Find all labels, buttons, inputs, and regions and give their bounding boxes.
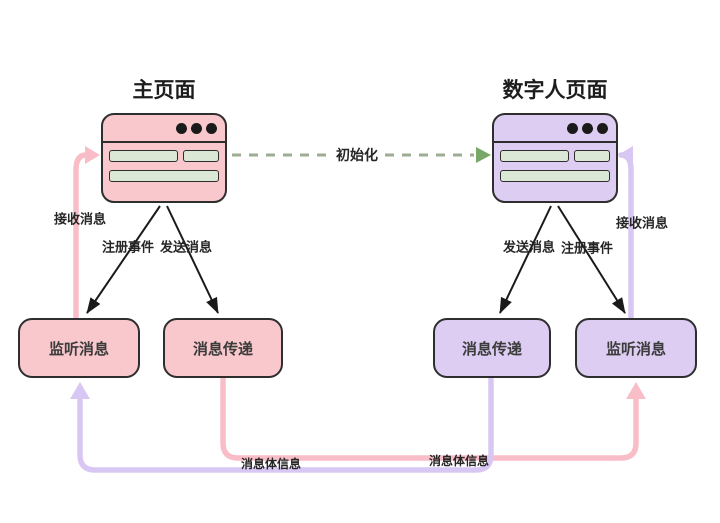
content-bar [500, 150, 570, 162]
window-dot-icon [191, 122, 202, 134]
edge-label-message-body-right: 消息体信息 [428, 454, 490, 468]
message-body-arrowhead-purple-icon [70, 382, 90, 399]
edge-label-receive-left: 接收消息 [53, 211, 107, 227]
receive-line-right [618, 152, 634, 320]
main-page-title: 主页面 [132, 79, 196, 102]
register-arrow-left [86, 205, 161, 314]
content-bar [574, 150, 610, 162]
send-arrow-right [499, 205, 552, 314]
window-titlebar [103, 115, 225, 143]
window-titlebar [494, 115, 616, 143]
window-dot-icon [176, 122, 187, 134]
window-dot-icon [582, 122, 593, 134]
node-listen-right: 监听消息 [575, 318, 697, 378]
window-content [103, 143, 225, 182]
content-bar [109, 170, 219, 182]
send-arrow-left [166, 205, 219, 314]
edge-label-register-left: 注册事件 [101, 239, 155, 255]
edge-label-message-body-left: 消息体信息 [240, 457, 302, 471]
digital-page-title: 数字人页面 [502, 79, 608, 102]
receive-arrowhead-left-icon [85, 146, 100, 164]
edge-label-init: 初始化 [332, 147, 382, 163]
content-bar [500, 170, 610, 182]
window-dot-icon [206, 122, 217, 134]
receive-arrowhead-right-icon [618, 146, 633, 164]
content-bar [183, 150, 219, 162]
edge-label-send-left: 发送消息 [159, 239, 213, 255]
message-body-line-pink [220, 375, 639, 461]
window-dot-icon [567, 122, 578, 134]
digital-page-window [492, 113, 618, 203]
receive-line-left [73, 152, 89, 320]
window-dot-icon [597, 122, 608, 134]
message-body-line-purple [77, 375, 494, 473]
edge-label-register-right: 注册事件 [560, 240, 614, 256]
edge-label-receive-right: 接收消息 [615, 215, 669, 231]
node-pass-right: 消息传递 [433, 318, 551, 378]
message-body-arrowhead-pink-icon [626, 382, 646, 399]
content-bar [109, 150, 179, 162]
main-page-window [101, 113, 227, 203]
node-pass-left: 消息传递 [163, 318, 283, 378]
node-listen-left: 监听消息 [18, 318, 140, 378]
register-arrow-right [557, 205, 626, 314]
edge-label-send-right: 发送消息 [502, 239, 556, 255]
window-content [494, 143, 616, 182]
init-arrowhead-icon [476, 147, 491, 163]
